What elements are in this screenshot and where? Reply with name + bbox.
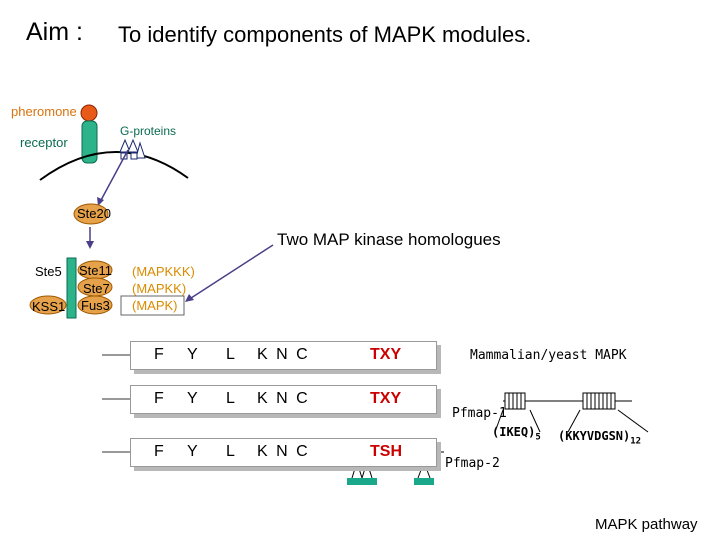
row-connector <box>102 398 132 400</box>
kkyvdgsn-label: (KKYVDGSN)12 <box>558 429 642 447</box>
ste5-label: Ste5 <box>35 264 62 279</box>
domain-motif: TXY <box>370 346 402 363</box>
mapk-label: (MAPK) <box>132 298 178 313</box>
domain-row: F Y L K N C TXY <box>130 341 437 370</box>
domain-motif: TXY <box>370 390 402 407</box>
domain-row: F Y L K N C TXY <box>130 385 437 414</box>
cell-membrane <box>39 151 189 181</box>
mammalian-yeast-label: Mammalian/yeast MAPK <box>470 348 627 363</box>
receptor-label: receptor <box>20 135 68 150</box>
domain-y: Y <box>187 443 198 460</box>
ste20-ellipse <box>73 203 109 225</box>
receptor-shape <box>81 120 98 164</box>
aim-label: Aim : <box>26 18 83 46</box>
g-proteins-label: G-proteins <box>120 124 177 138</box>
domain-f: F <box>154 443 164 460</box>
fus3-ellipse <box>77 295 113 315</box>
mapk-highlight-box <box>120 295 185 316</box>
domain-motif: TSH <box>370 443 402 460</box>
pfmap1-label: Pfmap-1 <box>452 406 507 421</box>
ste7-label: Ste7 <box>83 281 110 296</box>
row-connector <box>102 451 132 453</box>
domain-knc: K N C <box>257 443 308 460</box>
domain-knc: K N C <box>257 346 308 363</box>
ikeq-label: (IKEQ)5 <box>492 425 541 443</box>
ste5-scaffold <box>66 257 77 319</box>
domain-y: Y <box>187 346 198 363</box>
arrow-homologues <box>187 244 274 301</box>
kss1-ellipse <box>29 295 67 315</box>
anchor-right <box>414 478 434 485</box>
pheromone-ball <box>80 104 98 122</box>
pfmap1-structure <box>494 392 649 433</box>
ste20-label: Ste20 <box>77 206 111 221</box>
homologues-label: Two MAP kinase homologues <box>277 230 501 249</box>
domain-l: L <box>226 346 235 363</box>
domain-l: L <box>226 443 235 460</box>
arrow-gprotein-ste20 <box>99 149 129 203</box>
domain-f: F <box>154 390 164 407</box>
domain-f: F <box>154 346 164 363</box>
page-title: To identify components of MAPK modules. <box>118 22 532 47</box>
footer-label: MAPK pathway <box>595 516 698 533</box>
domain-knc: K N C <box>257 390 308 407</box>
anchor-left <box>347 478 377 485</box>
row-connector <box>102 354 132 356</box>
domain-y: Y <box>187 390 198 407</box>
domain-l: L <box>226 390 235 407</box>
g-proteins-shapes <box>119 138 146 160</box>
domain-row: F Y L K N C TSH <box>130 438 437 467</box>
kss1-label: KSS1 <box>32 299 66 314</box>
pheromone-label: pheromone <box>11 104 77 119</box>
ste11-label: Ste11 <box>79 263 113 278</box>
fus3-label: Fus3 <box>81 298 110 313</box>
pfmap2-label: Pfmap-2 <box>445 456 500 471</box>
mapkkk-label: (MAPKKK) <box>132 264 195 279</box>
mapkk-label: (MAPKK) <box>132 281 187 296</box>
